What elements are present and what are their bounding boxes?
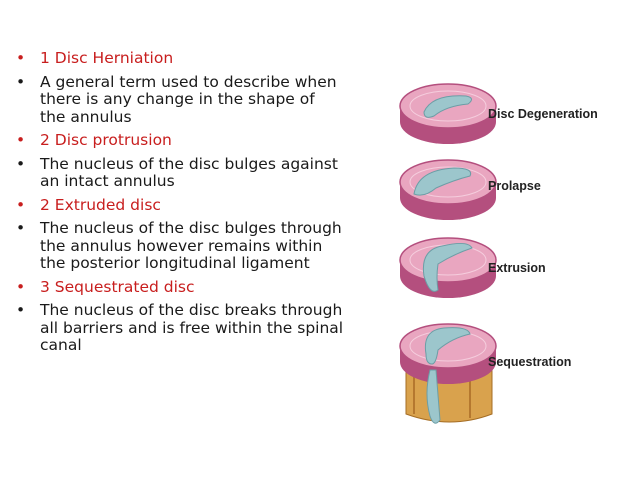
stage-sequestration: Sequestration bbox=[399, 323, 571, 424]
bullet-text: 1 Disc Herniation bbox=[40, 49, 174, 67]
bullet-text: The nucleus of the disc breaks through a… bbox=[40, 301, 344, 354]
bullet-marker: • bbox=[16, 219, 26, 237]
bullet-heading-sequestrated: • 3 Sequestrated disc bbox=[14, 277, 344, 297]
stage-label: Extrusion bbox=[488, 261, 546, 275]
nucleus bbox=[424, 327, 471, 365]
bullet-text: 2 Extruded disc bbox=[40, 195, 161, 214]
bullet-heading-protrusion: • 2 Disc protrusion bbox=[14, 131, 344, 150]
bullet-text: The nucleus of the disc bulges against a… bbox=[40, 154, 338, 190]
bullet-extruded-description: • The nucleus of the disc bulges through… bbox=[14, 219, 344, 273]
bullet-marker: • bbox=[16, 72, 26, 91]
bullet-sequestrated-description: • The nucleus of the disc breaks through… bbox=[14, 301, 344, 355]
bullet-herniation-description: • A general term used to describe when t… bbox=[14, 72, 344, 127]
bullet-protrusion-description: • The nucleus of the disc bulges against… bbox=[14, 154, 344, 191]
bullet-marker: • bbox=[16, 301, 26, 319]
bullet-marker: • bbox=[16, 49, 26, 67]
stage-disc-degeneration: Disc Degeneration bbox=[399, 83, 598, 144]
bullet-marker: • bbox=[16, 131, 26, 149]
sequestered-fragment bbox=[426, 369, 441, 424]
nucleus bbox=[423, 95, 472, 118]
stage-prolapse: Prolapse bbox=[399, 159, 541, 220]
bullet-text: 2 Disc protrusion bbox=[40, 131, 172, 149]
nucleus bbox=[422, 242, 473, 292]
annulus-ring bbox=[409, 90, 487, 122]
bullet-marker: • bbox=[16, 195, 26, 214]
disc-stages-svg: Disc Degeneration Prolapse Extrusion bbox=[399, 83, 598, 424]
bullet-heading-herniation: • 1 Disc Herniation bbox=[14, 49, 344, 68]
bullet-marker: • bbox=[16, 154, 26, 173]
stage-label: Disc Degeneration bbox=[488, 107, 598, 121]
stage-extrusion: Extrusion bbox=[399, 237, 546, 298]
disc-herniation-illustration: Disc Degeneration Prolapse Extrusion bbox=[384, 64, 624, 434]
disc-top bbox=[399, 323, 497, 369]
bullet-heading-extruded: • 2 Extruded disc bbox=[14, 195, 344, 215]
bullet-text: The nucleus of the disc bulges through t… bbox=[40, 219, 342, 272]
bullet-text: A general term used to describe when the… bbox=[40, 72, 337, 126]
bullet-text: 3 Sequestrated disc bbox=[40, 277, 195, 296]
stage-label: Prolapse bbox=[488, 179, 541, 193]
stage-label: Sequestration bbox=[488, 355, 571, 369]
bullet-marker: • bbox=[16, 277, 26, 296]
nucleus bbox=[413, 167, 472, 196]
annulus-ring bbox=[409, 166, 487, 198]
bullet-list: • 1 Disc Herniation • A general term use… bbox=[14, 49, 344, 361]
